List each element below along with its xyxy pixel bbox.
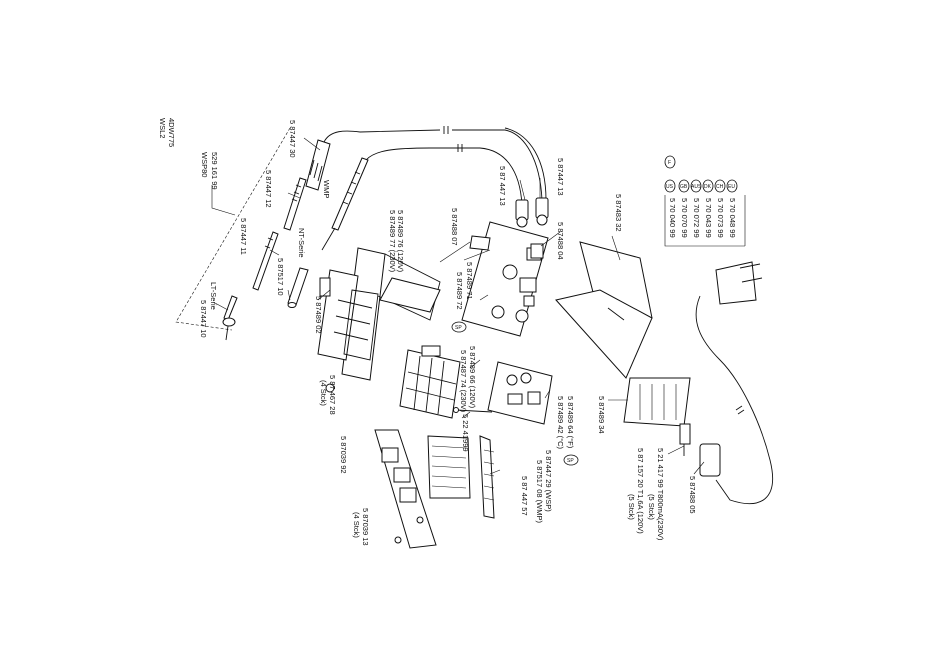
- label-p7b: 5 87489 77 (230V): [388, 210, 397, 273]
- soldering-iron-wmp: [321, 147, 455, 251]
- foot: [394, 536, 402, 544]
- soldering-iron-wsp: [305, 130, 361, 191]
- nut: [325, 383, 335, 393]
- sp-badge-2: SP: [563, 454, 579, 466]
- label-p13: 5 87488 04: [556, 222, 565, 260]
- label-p10: 5 87489 72: [455, 272, 464, 310]
- connector-strip: [479, 435, 495, 519]
- variant-part-5: 5 70 040 99: [668, 198, 677, 238]
- label-wmp: WMP: [322, 180, 331, 199]
- wsp80-name: WSP80: [200, 152, 209, 178]
- cable-variant-badges: F US GB AUS DK CH EU: [664, 155, 746, 247]
- small-plate: [469, 235, 491, 251]
- variant-badge-1: GB: [680, 184, 688, 190]
- variant-badge-0: US: [666, 184, 674, 190]
- label-p22: 5 87483 32: [614, 194, 623, 232]
- label-p16b: 5 87489 42 (°C): [556, 396, 565, 450]
- label-p3: 5 87447 11: [239, 218, 248, 255]
- housing-cover: [555, 241, 653, 379]
- label-p16a: 5 87489 64 (°F): [566, 396, 575, 449]
- device-plug: [699, 443, 721, 477]
- housing-frame: [317, 247, 441, 381]
- variant-part-2: 5 70 043 99: [704, 198, 713, 238]
- switch: [530, 243, 544, 259]
- bottom-plate: [374, 429, 437, 549]
- sp-badge-2-text: SP: [567, 458, 574, 464]
- mains-socket: [623, 377, 691, 427]
- heating-element: [283, 177, 307, 231]
- label-p21a: 5 87039 13: [361, 508, 370, 546]
- fuse: [679, 423, 691, 456]
- f-badge-text: F: [668, 160, 671, 166]
- power-board: [487, 361, 553, 425]
- transformer: [399, 345, 461, 419]
- variant-badge-2: AUS: [691, 184, 702, 190]
- label-p24a: 5 21 417 99 T800mA(230V): [656, 448, 665, 541]
- label-p23: 5 87489 34: [597, 396, 606, 434]
- wsp80-leader: [211, 185, 236, 216]
- sp-badge-1-text: SP: [455, 325, 462, 331]
- soldering-tip: [222, 295, 238, 341]
- label-p25: 5 87488 05: [688, 476, 697, 514]
- variant-part-0: 5 70 048 99: [728, 198, 737, 238]
- label-p9: 5 87489 71: [465, 262, 474, 300]
- doc-code-1: 4DW775: [167, 118, 176, 148]
- leader-lines: [214, 137, 705, 475]
- variant-part-3: 5 70 072 99: [692, 198, 701, 238]
- variant-part-4: 5 70 070 99: [680, 198, 689, 238]
- label-p2: 5 87447 12: [264, 170, 273, 208]
- heatsink: [427, 435, 471, 499]
- label-p5: 5 87517 10: [276, 258, 285, 296]
- label-p19b: 5 87517 08 (WMP): [535, 460, 544, 523]
- label-p14a: 5 87489 66 (120V): [468, 346, 477, 409]
- label-p1: 5 87447 30: [288, 120, 297, 158]
- variant-badge-3: DK: [704, 184, 712, 190]
- label-p4: 5 87447 10: [199, 300, 208, 338]
- screw: [453, 407, 493, 413]
- label-p11: 5 87447 13: [556, 158, 565, 196]
- label-p7a: 5 87489 76 (120V): [396, 210, 405, 273]
- sp-badge-1: SP: [451, 321, 467, 333]
- cable-wsp: [359, 126, 543, 201]
- power-cable: [695, 295, 774, 504]
- label-p15a: 5 87 467 28: [328, 375, 337, 415]
- nt-tip: [287, 267, 309, 308]
- label-p15b: (4 Stck): [319, 380, 328, 406]
- label-p8: 5 87488 07: [450, 208, 459, 246]
- label-nt-serie: NT-Serie: [297, 228, 306, 258]
- label-lt-serie: LT-Serie: [209, 282, 218, 310]
- tool-group-bracket: [175, 127, 291, 331]
- label-p24c: 5 87 157 20 T1,6A (120V): [636, 448, 645, 534]
- label-p17: 5 22 41999: [461, 414, 470, 452]
- label-p18: 5 87039 92: [339, 436, 348, 474]
- variant-part-1: 5 70 073 99: [716, 198, 725, 238]
- label-p19a: 5 87447 29 (WSP): [544, 450, 553, 512]
- label-p20: 5 87 447 57: [520, 476, 529, 516]
- label-p6: 5 87489 02: [314, 296, 323, 334]
- mains-plug: [715, 261, 763, 305]
- label-p24d: (5 Stck): [627, 494, 636, 520]
- label-p21b: (4 Stck): [352, 512, 361, 538]
- label-p12: 5 87 447 13: [498, 166, 507, 206]
- variant-badge-4: CH: [716, 184, 724, 190]
- doc-code-2: WSL2: [158, 118, 167, 139]
- tip-sleeve: [252, 231, 279, 291]
- label-p24b: (5 Stck): [647, 494, 656, 520]
- label-p14b: 5 87487 74 (230V): [459, 350, 468, 413]
- cable-wmp: [455, 147, 523, 206]
- wsp80-part: 529 161 99: [210, 152, 219, 190]
- connector-plugs: [515, 197, 549, 228]
- variant-badge-5: EU: [728, 184, 735, 190]
